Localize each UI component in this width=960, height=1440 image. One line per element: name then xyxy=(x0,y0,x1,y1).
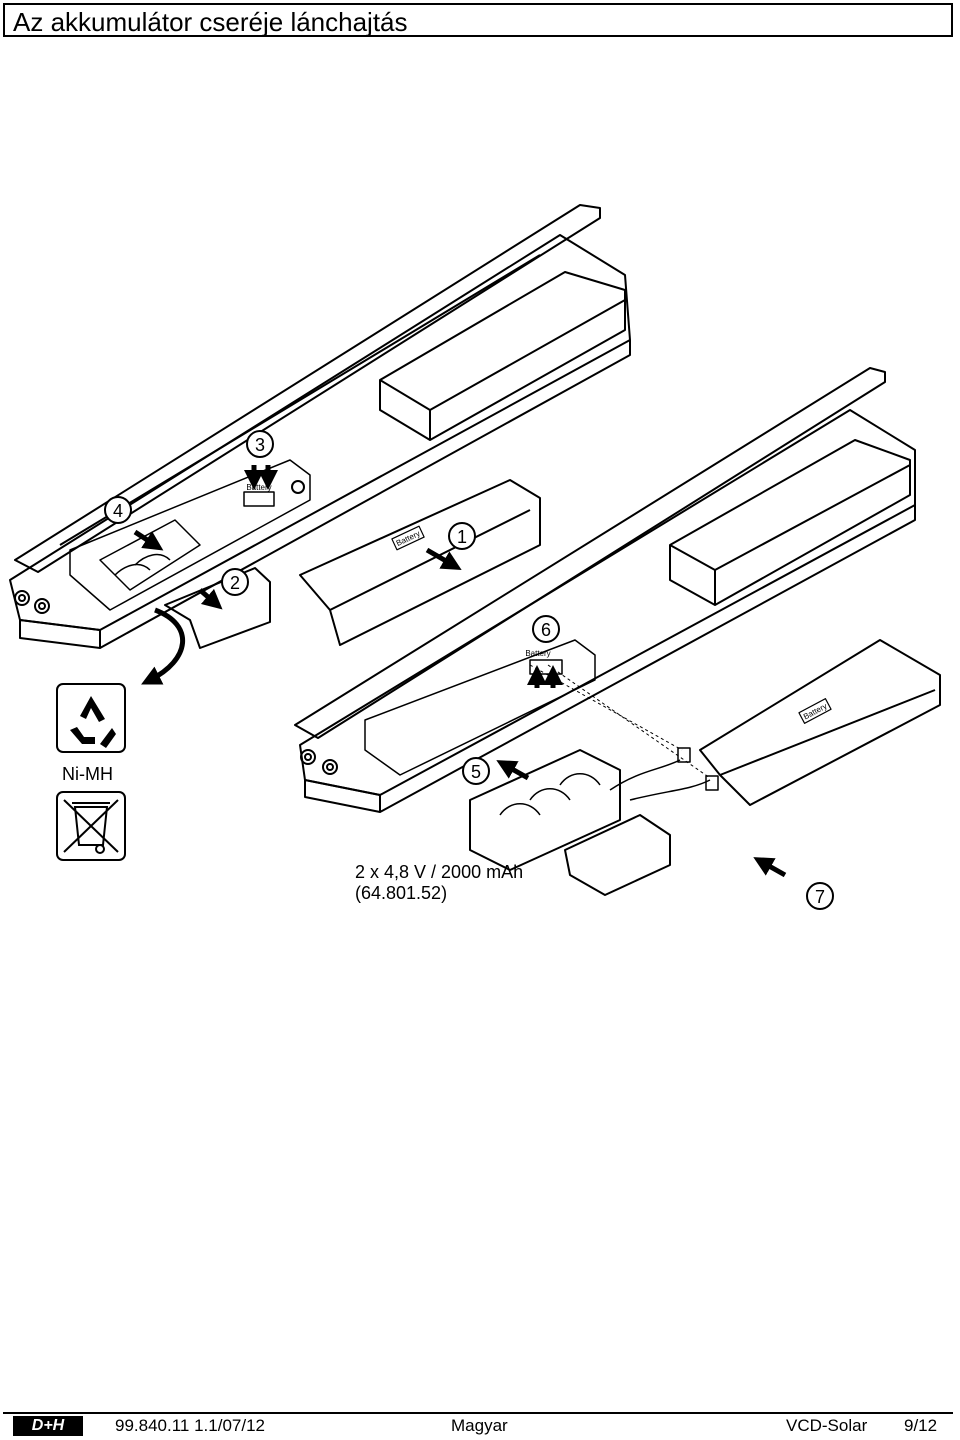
battery-spec-caption: 2 x 4,8 V / 2000 mAh (64.801.52) xyxy=(355,862,523,904)
curved-arrow-icon xyxy=(141,607,185,685)
battery-pack xyxy=(469,664,719,896)
arrow-step-5-icon xyxy=(496,760,530,781)
battery-spec-line-2: (64.801.52) xyxy=(355,883,448,903)
page-title: Az akkumulátor cseréje lánchajtás xyxy=(13,7,408,37)
step-7-circle xyxy=(806,882,834,910)
nimh-label: Ni-MH xyxy=(62,764,113,784)
brand-logo: D+H xyxy=(13,1416,83,1436)
arrow-step-7-icon xyxy=(753,857,787,878)
battery-label-lower: Battery xyxy=(525,649,550,658)
crossed-bin-icon xyxy=(56,791,126,861)
product-name: VCD-Solar xyxy=(786,1416,868,1435)
battery-label-upper: Battery xyxy=(246,483,271,492)
step-3-label: 3 xyxy=(255,435,265,455)
step-1-label: 1 xyxy=(457,527,467,547)
step-7-label: 7 xyxy=(815,887,825,907)
page-number: 9/12 xyxy=(904,1416,938,1435)
language-label: Magyar xyxy=(451,1416,508,1435)
drive-unit-lower xyxy=(294,367,916,813)
step-5-label: 5 xyxy=(471,762,481,782)
arrow-step-4-icon xyxy=(133,529,164,551)
arrow-step-1-icon xyxy=(425,547,462,570)
battery-cover-2 xyxy=(164,567,271,649)
arrow-step-2-icon xyxy=(198,588,223,610)
document-number: 99.840.11 1.1/07/12 xyxy=(115,1416,265,1435)
step-6-circle xyxy=(532,615,560,643)
step-5-circle xyxy=(462,757,490,785)
step-1-circle xyxy=(448,522,476,550)
footer-bar: D+H 99.840.11 1.1/07/12 Magyar VCD-Solar… xyxy=(3,1412,953,1438)
step-3-circle xyxy=(246,430,274,458)
recycle-icon xyxy=(56,683,126,753)
battery-cover-1 xyxy=(299,479,541,646)
step-2-circle xyxy=(221,568,249,596)
battery-spec-line-1: 2 x 4,8 V / 2000 mAh xyxy=(355,862,524,882)
step-2-label: 2 xyxy=(230,573,240,593)
drive-unit-upper xyxy=(9,204,631,649)
step-4-label: 4 xyxy=(113,501,123,521)
title-bar: Az akkumulátor cseréje lánchajtás xyxy=(3,3,953,37)
step-4-circle xyxy=(104,496,132,524)
battery-cover-7 xyxy=(699,639,941,806)
step-6-label: 6 xyxy=(541,620,551,640)
